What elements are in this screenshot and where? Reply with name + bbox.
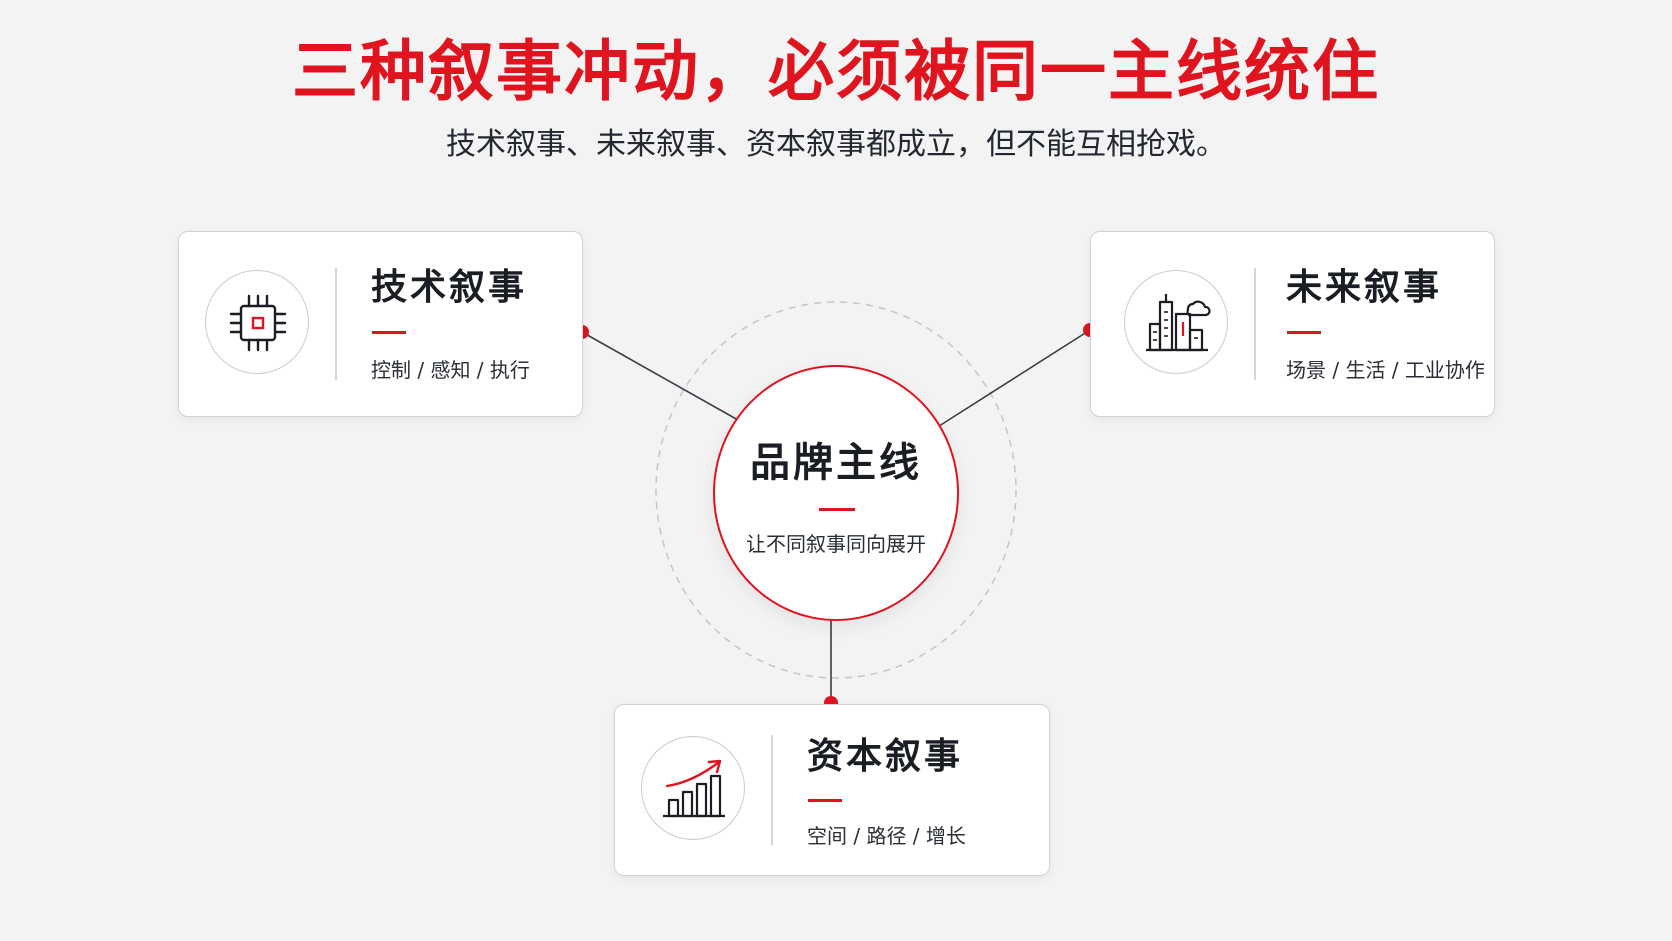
card-capital-narrative: 资本叙事 空间 / 路径 / 增长	[614, 704, 1050, 876]
page-title: 三种叙事冲动，必须被同一主线统住	[292, 33, 1380, 110]
card-items: 空间 / 路径 / 增长	[807, 824, 966, 848]
card-accent-bar	[808, 799, 842, 802]
card-divider	[335, 268, 337, 380]
card-future-narrative: 未来叙事 场景 / 生活 / 工业协作	[1090, 231, 1495, 417]
city-icon-circle	[1124, 270, 1228, 374]
card-divider	[1254, 268, 1256, 380]
brand-mainline-hub: 品牌主线 让不同叙事同向展开	[713, 365, 959, 621]
growth-chart-icon-circle	[641, 736, 745, 840]
city-icon	[1146, 294, 1211, 352]
card-title: 技术叙事	[371, 267, 528, 308]
card-accent-bar	[372, 331, 406, 334]
chip-icon	[229, 294, 287, 352]
card-items: 控制 / 感知 / 执行	[371, 358, 530, 382]
card-accent-bar	[1287, 331, 1321, 334]
card-title: 未来叙事	[1286, 267, 1443, 308]
dashed-orbit	[655, 301, 1017, 679]
connector-future	[935, 329, 1091, 429]
hub-title: 品牌主线	[750, 440, 922, 486]
connector-tech	[581, 331, 739, 421]
card-title: 资本叙事	[807, 736, 964, 777]
hub-subtitle: 让不同叙事同向展开	[746, 532, 926, 556]
page-subtitle: 技术叙事、未来叙事、资本叙事都成立，但不能互相抢戏。	[446, 127, 1226, 162]
hub-accent-bar	[819, 508, 855, 511]
chip-icon-circle	[205, 270, 309, 374]
growth-chart-icon	[663, 759, 725, 818]
card-items: 场景 / 生活 / 工业协作	[1286, 358, 1485, 382]
card-tech-narrative: 技术叙事 控制 / 感知 / 执行	[178, 231, 583, 417]
card-divider	[771, 735, 773, 845]
